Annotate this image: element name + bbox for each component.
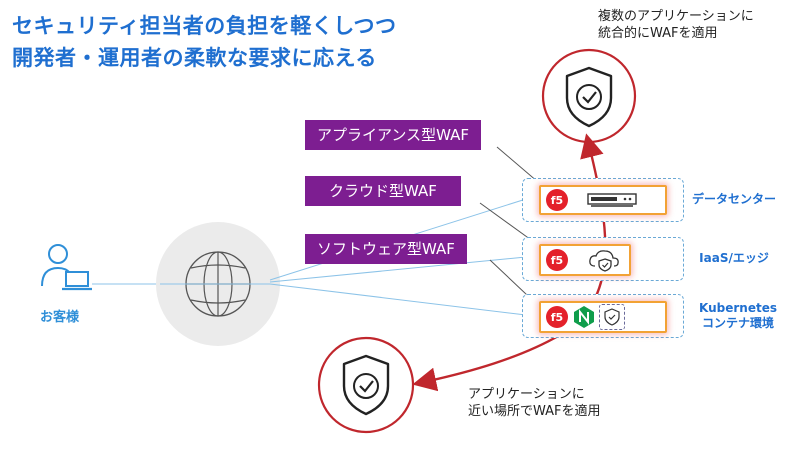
note-top-line-2: 統合的にWAFを適用 [598, 26, 718, 41]
svg-text:f5: f5 [551, 194, 563, 207]
customer-label: お客様 [40, 310, 80, 325]
waf-software-box: f5 [539, 301, 667, 333]
f5-logo-icon: f5 [546, 249, 568, 271]
tag-connectors [479, 146, 546, 313]
svg-text:f5: f5 [551, 311, 563, 324]
deployment-iaas-edge: f5 [522, 237, 684, 281]
deployment-kubernetes: f5 [522, 294, 684, 338]
env-label-datacenter: データセンター [690, 192, 778, 207]
shield-check-icon-small [604, 308, 620, 326]
note-top-line-1: 複数のアプリケーションに [598, 9, 754, 24]
waf-type-tag-appliance: アプライアンス型WAF [305, 120, 482, 150]
note-top: 複数のアプリケーションに 統合的にWAFを適用 [598, 8, 754, 42]
container-box [599, 304, 625, 330]
user-laptop-icon [38, 238, 94, 300]
waf-type-tag-cloud: クラウド型WAF [305, 176, 461, 206]
headline-line-1: セキュリティ担当者の負担を軽くしつつ [12, 14, 397, 38]
env-label-kubernetes-line-1: Kubernetes [699, 301, 777, 315]
deployment-datacenter: f5 [522, 178, 684, 222]
env-label-datacenter-line-1: データセンター [691, 192, 776, 206]
env-label-kubernetes-line-2: コンテナ環境 [701, 316, 774, 330]
f5-logo-icon: f5 [546, 306, 568, 328]
waf-type-tag-software: ソフトウェア型WAF [305, 234, 467, 264]
svg-text:f5: f5 [551, 254, 563, 267]
waf-appliance-box: f5 [539, 185, 667, 215]
shield-check-icon-top [541, 48, 637, 144]
env-label-iaas-edge-line-1: IaaS/エッジ [699, 251, 769, 265]
server-icon [587, 193, 637, 207]
env-label-kubernetes: Kubernetes コンテナ環境 [690, 301, 786, 331]
note-bottom-line-2: 近い場所でWAFを適用 [468, 404, 601, 419]
cloud-shield-icon [589, 250, 619, 272]
f5-logo-icon: f5 [546, 189, 568, 211]
nginx-icon [574, 306, 594, 328]
waf-cloud-box: f5 [539, 244, 631, 276]
shield-check-icon-bottom [317, 336, 415, 434]
env-label-iaas-edge: IaaS/エッジ [690, 251, 778, 266]
headline-line-2: 開発者・運用者の柔軟な要求に応える [12, 46, 377, 70]
